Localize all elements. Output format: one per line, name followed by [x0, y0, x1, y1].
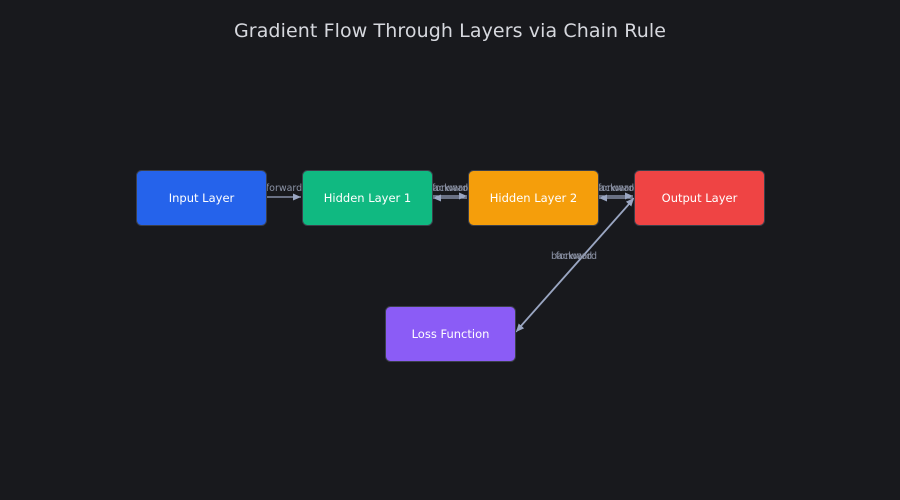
node-hidden-layer-2-label: Hidden Layer 2 [490, 191, 578, 205]
edges-group: forward forward backward forward backwar… [266, 183, 639, 333]
node-input-layer-label: Input Layer [169, 191, 235, 205]
node-loss-function-label: Loss Function [412, 327, 490, 341]
node-output-layer[interactable]: Output Layer [634, 170, 765, 226]
node-input-layer[interactable]: Input Layer [136, 170, 267, 226]
node-output-layer-label: Output Layer [662, 191, 738, 205]
node-loss-function[interactable]: Loss Function [385, 306, 516, 362]
edge-label-h2-output-forward: forward [598, 183, 634, 194]
node-output-layer-box [634, 170, 765, 226]
edge-label-output-loss-forward: forward [556, 251, 592, 262]
edge-label-h2-output-backward: backward [593, 183, 639, 194]
edge-label-h1-h2-backward: backward [427, 183, 473, 194]
node-hidden-layer-1-label: Hidden Layer 1 [324, 191, 412, 205]
node-loss-function-box [385, 306, 516, 362]
diagram-title: Gradient Flow Through Layers via Chain R… [233, 20, 667, 42]
edge-label-input-h1-forward: forward [266, 183, 302, 194]
edge-loss-output-backward [516, 197, 635, 331]
node-hidden-layer-2[interactable]: Hidden Layer 2 [468, 170, 599, 226]
edge-label-h1-h2-forward: forward [432, 183, 468, 194]
node-input-layer-box [136, 170, 267, 226]
node-hidden-layer-1-box [302, 170, 433, 226]
node-hidden-layer-1[interactable]: Hidden Layer 1 [302, 170, 433, 226]
node-hidden-layer-2-box [468, 170, 599, 226]
edge-label-output-loss-backward: backward [551, 251, 597, 262]
